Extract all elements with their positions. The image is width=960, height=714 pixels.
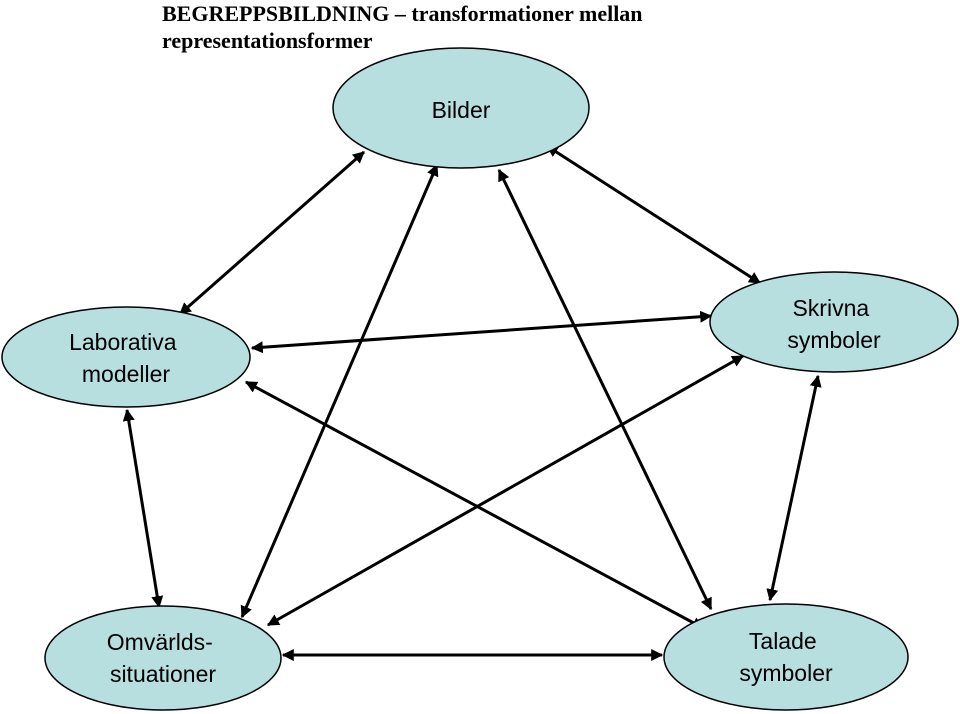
node-bilder-shape <box>332 47 590 169</box>
node-laborativa-shape <box>1 306 251 408</box>
node-laborativa-label: Laborativa modeller <box>69 329 183 387</box>
node-skrivna-shape <box>709 271 959 373</box>
diagram-title: BEGREPPSBILDNING – transformationer mell… <box>162 0 643 54</box>
node-talade-shape <box>663 603 909 711</box>
node-laborativa: Laborativa modeller <box>1 306 251 408</box>
node-bilder-label: Bilder <box>432 97 491 123</box>
arrow-bilder-talade <box>497 168 713 611</box>
node-skrivna-label-line2: symboler <box>787 327 881 353</box>
node-laborativa-label-line1: Laborativa <box>69 329 177 355</box>
node-talade-label-line2: symboler <box>739 660 833 686</box>
arrow-bilder-skrivna <box>545 144 762 285</box>
node-talade: Talade symboler <box>663 603 909 711</box>
node-omvarlds: Omvärlds- situationer <box>44 605 282 711</box>
node-talade-label-line1: Talade <box>749 628 817 654</box>
node-bilder: Bilder <box>332 47 590 169</box>
arrow-laborativa-skrivna <box>250 310 713 354</box>
arrow-skrivna-omvarlds <box>266 354 745 627</box>
node-talade-label: Talade symboler <box>739 628 833 686</box>
title-line-1: BEGREPPSBILDNING – transformationer mell… <box>162 1 643 26</box>
title-line-2: representationsformer <box>162 28 373 53</box>
arrows <box>122 144 822 661</box>
node-skrivna-label-line1: Skrivna <box>792 295 869 321</box>
arrow-laborativa-omvarlds <box>122 408 164 609</box>
node-omvarlds-label-line1: Omvärlds- <box>107 629 213 655</box>
arrow-bilder-laborativa <box>179 150 365 316</box>
node-skrivna: Skrivna symboler <box>709 271 959 373</box>
node-omvarlds-shape <box>44 605 282 711</box>
node-omvarlds-label-line2: situationer <box>110 661 216 687</box>
node-omvarlds-label: Omvärlds- situationer <box>107 629 219 687</box>
node-laborativa-label-line2: modeller <box>82 361 171 387</box>
arrow-skrivna-talade <box>766 374 822 602</box>
node-skrivna-label: Skrivna symboler <box>787 295 881 353</box>
node-bilder-label-line1: Bilder <box>432 97 491 123</box>
